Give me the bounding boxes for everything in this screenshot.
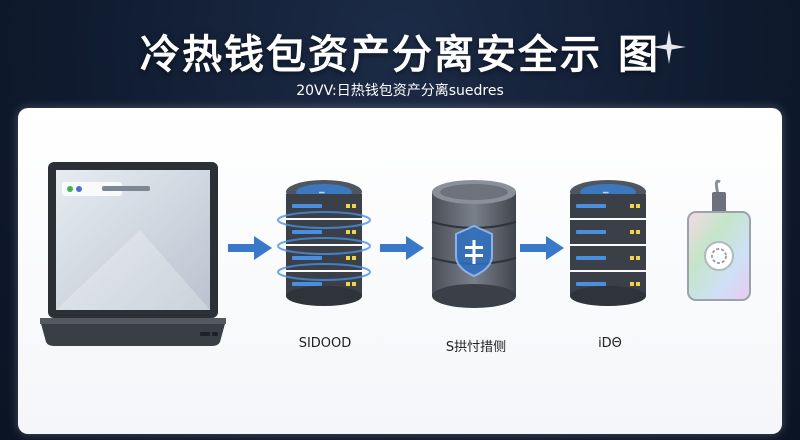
sparkle-icon bbox=[652, 30, 686, 64]
hardware-wallet-icon bbox=[687, 179, 751, 301]
cold-server-icon: = bbox=[570, 180, 646, 306]
hot-server-icon: = bbox=[277, 180, 371, 306]
arrow-icon bbox=[228, 236, 272, 260]
arrow-icon bbox=[380, 236, 424, 260]
gateway-cylinder-icon bbox=[431, 180, 517, 308]
laptop-icon bbox=[40, 162, 226, 346]
page-title: 冷热钱包资产分离安全示 图 bbox=[140, 32, 660, 78]
arrow-icon bbox=[520, 236, 564, 260]
page-subtitle: 20VV:日热钱包资产分离suedres bbox=[296, 83, 504, 99]
node-label-hot-server: SIDOOD bbox=[298, 336, 352, 351]
node-label-cold-server: iDΘ bbox=[598, 336, 622, 351]
node-label-gateway: S拱忖措侧 bbox=[445, 340, 507, 355]
